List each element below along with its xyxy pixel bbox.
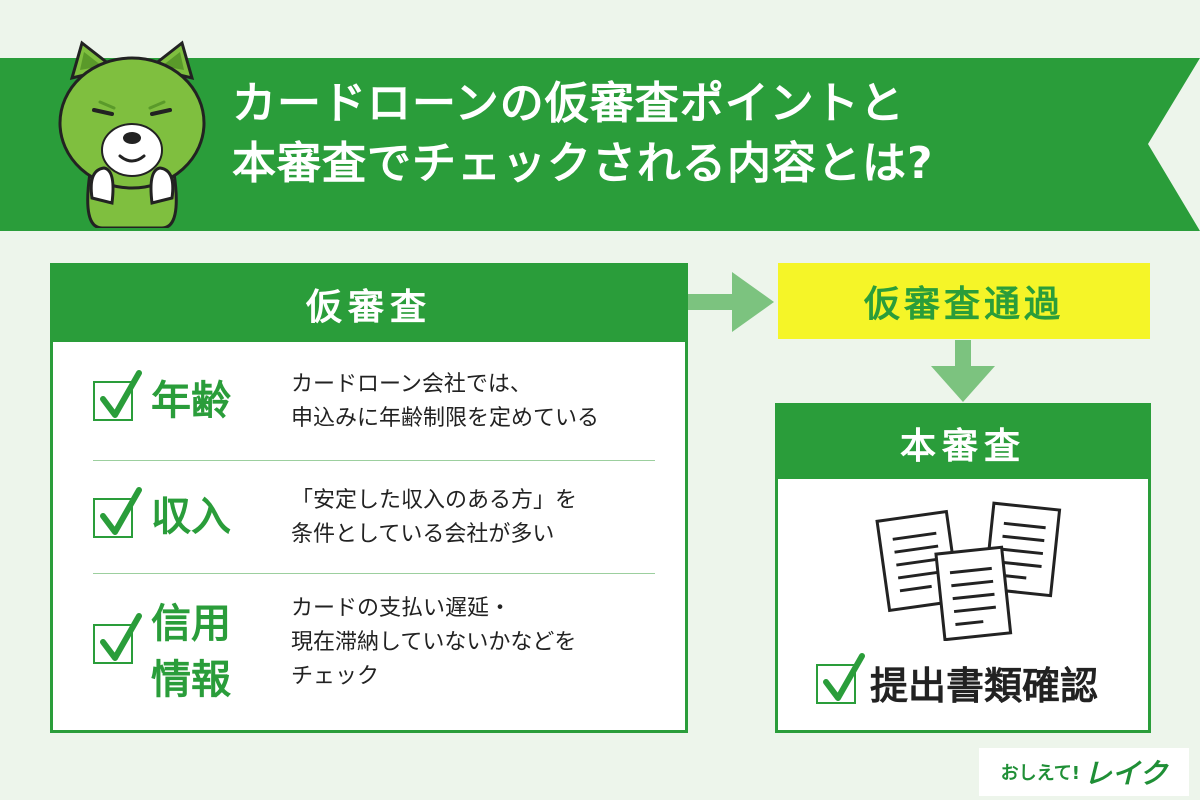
item-desc-credit: カードの支払い遅延・ 現在滞納していないかなどを チェック	[291, 596, 577, 689]
title-line-2: 本審査でチェックされる内容とは?	[232, 138, 934, 189]
checkbox-credit-icon	[93, 613, 142, 664]
preliminary-review-panel: 仮審査 年齢 カードローン会社では、 申込みに年齢制限を定めている 収入 「安定…	[50, 263, 688, 733]
preliminary-pass-box: 仮審査通過	[778, 263, 1150, 339]
item-label-income: 収入	[151, 494, 231, 540]
item-label-credit: 信用 情報	[151, 601, 231, 703]
arrow-down-icon	[931, 340, 995, 406]
dog-mascot-icon	[42, 38, 222, 230]
item-desc-age: カードローン会社では、 申込みに年齢制限を定めている	[291, 372, 600, 431]
checkbox-documents-icon	[816, 653, 865, 704]
page-title: カードローンの仮審査ポイントと 本審査でチェックされる内容とは?	[232, 74, 1132, 194]
title-line-1: カードローンの仮審査ポイントと	[232, 78, 905, 129]
brand-logo: おしえて! レイク	[979, 748, 1189, 796]
logo-part-1: おしえて!	[1000, 763, 1080, 784]
document-check-label: 提出書類確認	[870, 664, 1099, 708]
arrow-right-icon	[688, 272, 774, 336]
main-review-panel: 本審査	[775, 403, 1151, 733]
documents-icon	[868, 501, 1068, 645]
checkbox-income-icon	[93, 487, 142, 538]
item-desc-income: 「安定した収入のある方」を 条件としている会社が多い	[291, 488, 578, 547]
divider	[93, 573, 655, 574]
preliminary-review-heading: 仮審査	[53, 266, 685, 342]
item-label-age: 年齢	[151, 378, 231, 424]
header-banner	[0, 58, 1200, 231]
checkbox-age-icon	[93, 370, 142, 421]
divider	[93, 460, 655, 461]
logo-part-2: レイク	[1083, 757, 1168, 790]
main-review-heading: 本審査	[778, 406, 1148, 479]
